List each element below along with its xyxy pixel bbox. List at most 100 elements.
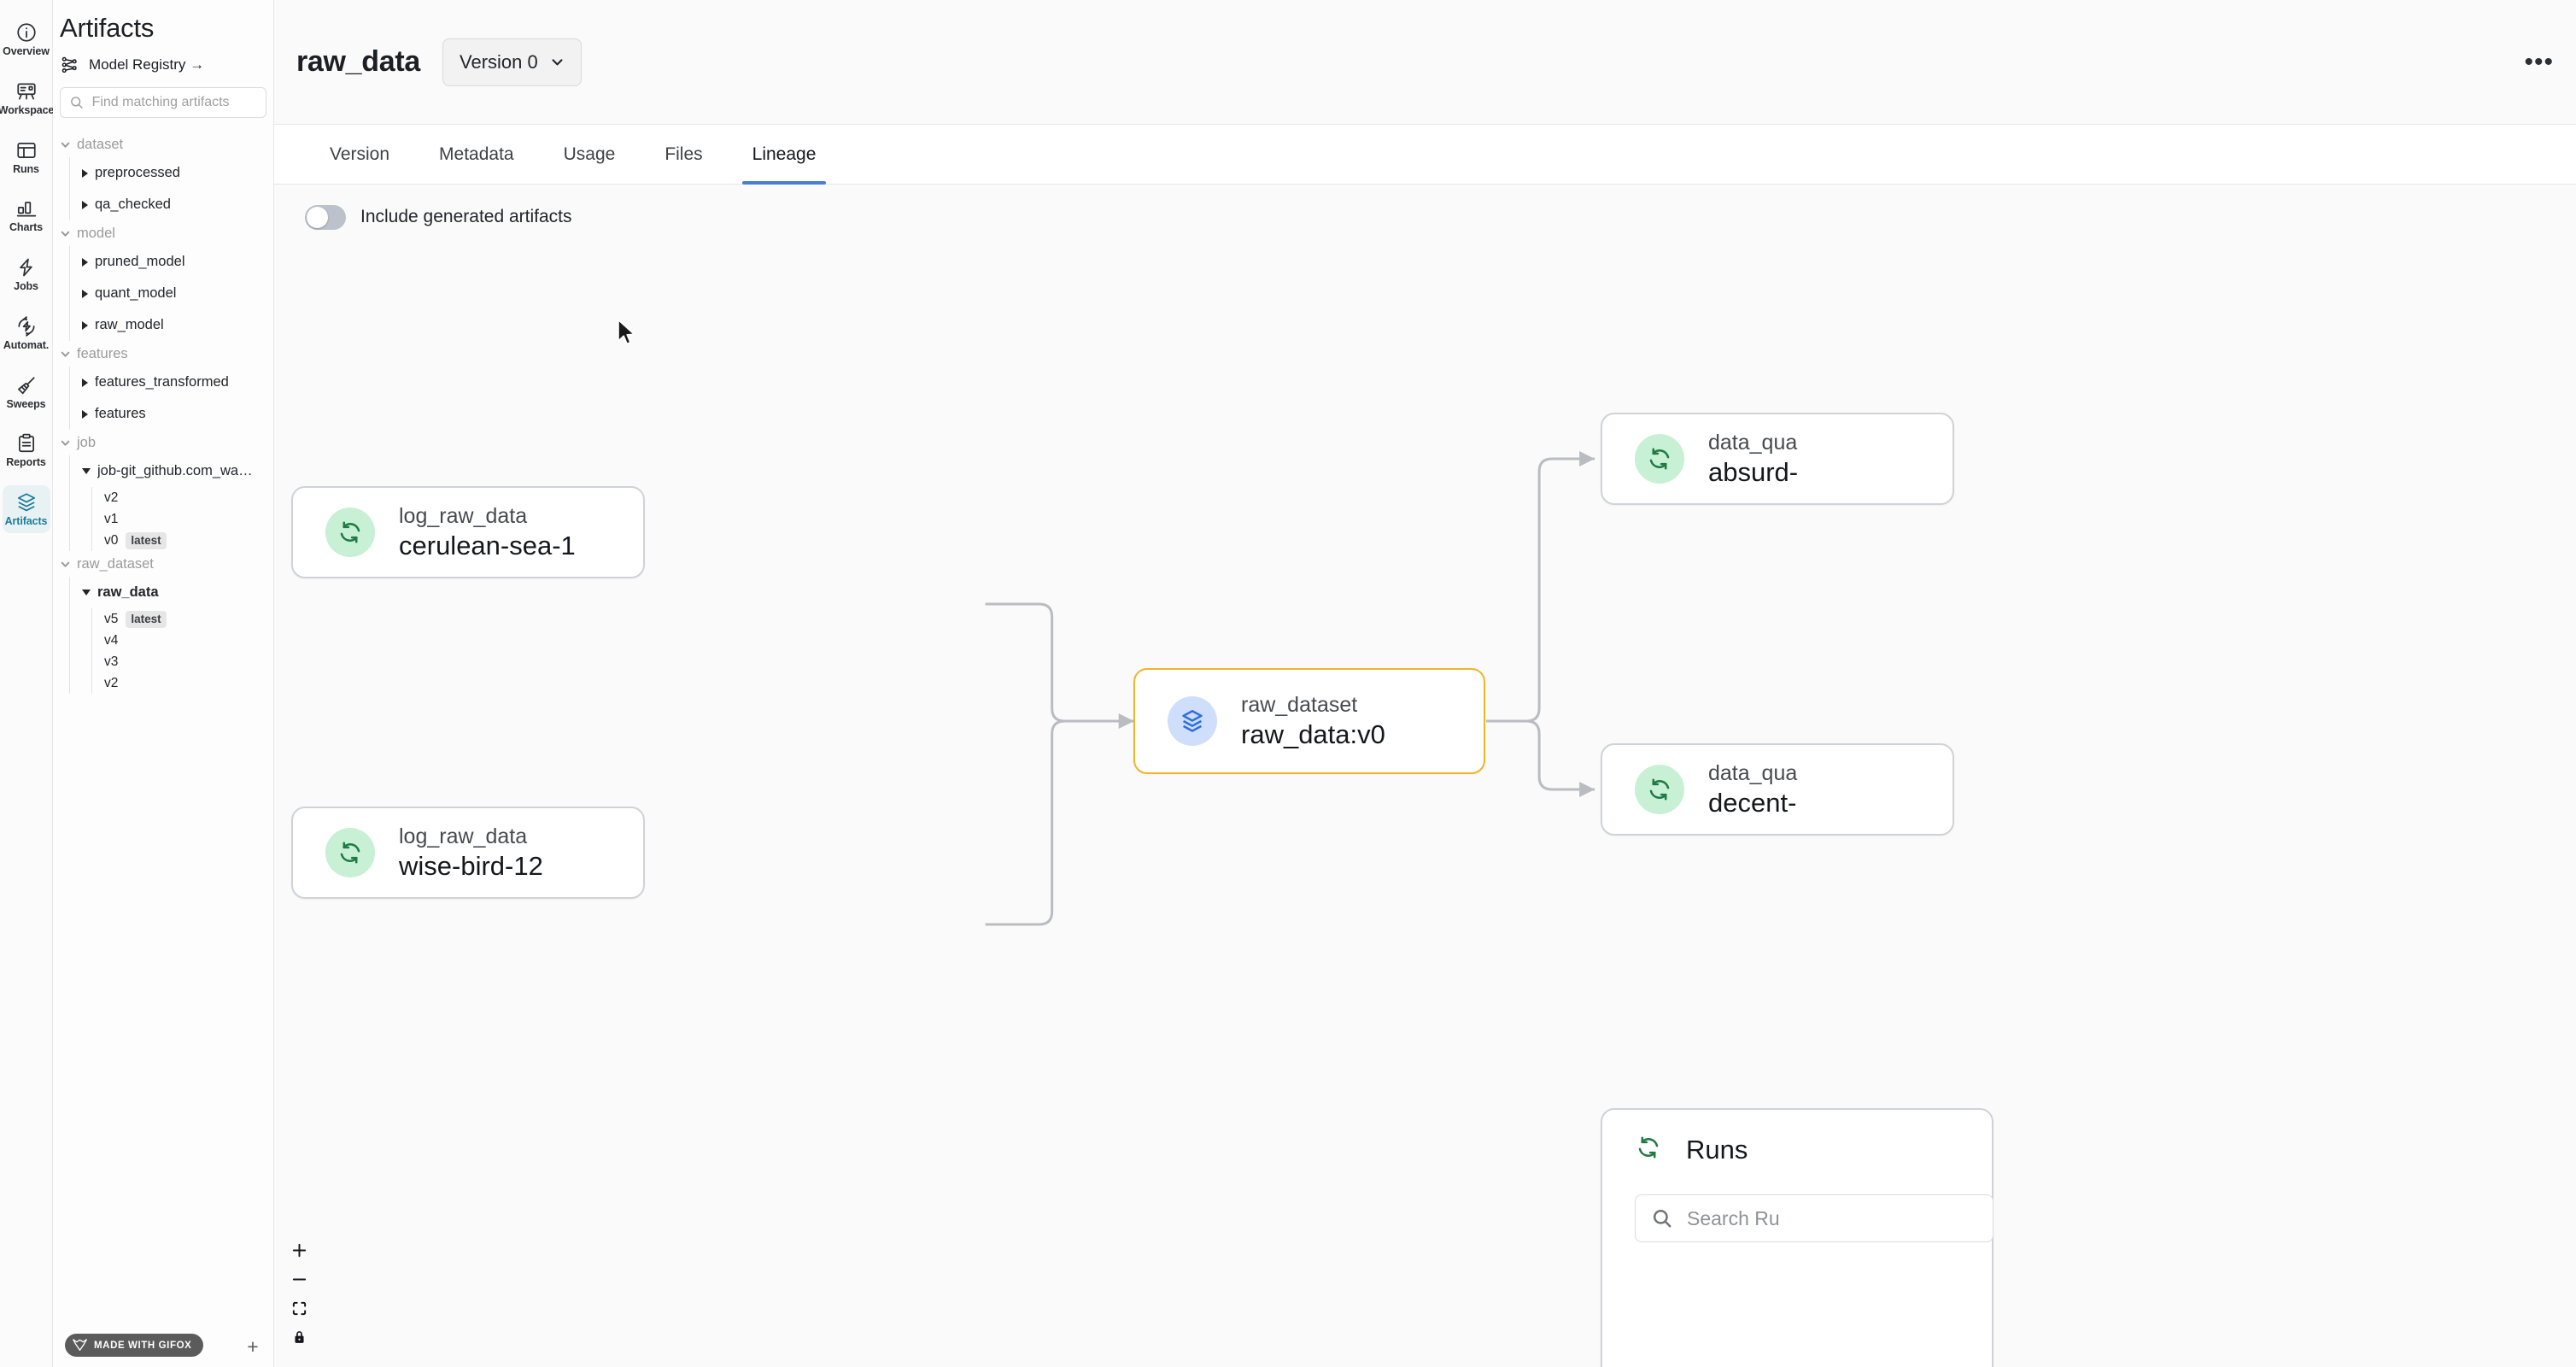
artifact-title: raw_data — [296, 45, 421, 78]
node-text: data_qua absurd- — [1708, 431, 1798, 488]
tree-item-label: qa_checked — [95, 197, 171, 212]
run-refresh-icon — [1635, 1134, 1662, 1165]
fit-frame-icon — [292, 1301, 306, 1315]
rail-item-runs[interactable]: Runs — [3, 133, 50, 181]
tree-item-raw-data[interactable]: raw_data — [70, 577, 273, 608]
tree-item-features[interactable]: features — [70, 398, 273, 430]
lineage-node-decent[interactable]: data_qua decent- — [1601, 743, 1954, 836]
lineage-edges — [985, 451, 1595, 926]
model-registry-label: Model Registry → — [89, 56, 205, 73]
tab-metadata[interactable]: Metadata — [414, 125, 539, 184]
artifacts-panel: Artifacts Model Registry → dataset — [53, 0, 274, 1367]
tree-item-preprocessed[interactable]: preprocessed — [70, 157, 273, 189]
rail-item-artifacts[interactable]: Artifacts — [2, 485, 50, 533]
overflow-menu-button[interactable]: ••• — [2524, 47, 2554, 76]
tree-item-features-transformed[interactable]: features_transformed — [70, 367, 273, 398]
rail-item-reports[interactable]: Reports — [3, 426, 50, 474]
lock-view-button[interactable] — [284, 1323, 313, 1352]
lineage-node-absurd[interactable]: data_qua absurd- — [1601, 413, 1954, 505]
tab-lineage[interactable]: Lineage — [728, 125, 841, 185]
version-label: v0 — [104, 532, 119, 548]
tree-children: preprocessed qa_checked — [69, 157, 273, 220]
edge-arrowheads — [1118, 451, 1595, 797]
lineage-canvas[interactable]: log_raw_data cerulean-sea-1 log_raw_data… — [274, 249, 2576, 1367]
fit-view-button[interactable] — [284, 1294, 313, 1323]
version-item[interactable]: v0 latest — [92, 530, 273, 551]
version-selector[interactable]: Version 0 — [442, 38, 582, 86]
node-subtitle: data_qua — [1708, 760, 1798, 785]
tree-item-label: raw_model — [95, 317, 164, 332]
rail-label: Automat. — [3, 338, 50, 351]
node-name: raw_data:v0 — [1241, 719, 1385, 749]
node-subtitle: data_qua — [1708, 430, 1798, 455]
version-item[interactable]: v1 — [92, 508, 273, 530]
caret-right-icon — [82, 257, 88, 267]
tab-label: Lineage — [752, 144, 817, 164]
search-input[interactable] — [91, 95, 257, 110]
node-text: data_qua decent- — [1708, 761, 1797, 818]
include-generated-artifacts-toggle[interactable] — [305, 204, 346, 230]
canvas-zoom-controls — [284, 1235, 313, 1352]
tree-item-label: features_transformed — [95, 374, 229, 390]
arrowhead-n5 — [1579, 782, 1595, 797]
workspace-icon — [16, 83, 36, 100]
tab-label: Version — [330, 144, 390, 164]
node-subtitle: log_raw_data — [399, 824, 528, 848]
lineage-node-raw-data-v0[interactable]: raw_dataset raw_data:v0 — [1133, 668, 1485, 774]
rail-item-sweeps[interactable]: Sweeps — [3, 368, 50, 416]
rail-label: Artifacts — [4, 515, 48, 527]
primary-nav-rail: Overview Workspace Runs Charts — [0, 0, 54, 1367]
artifact-search[interactable] — [60, 87, 266, 118]
caret-right-icon — [82, 168, 88, 178]
tree-item-label: quant_model — [95, 285, 177, 301]
version-item[interactable]: v2 — [92, 487, 273, 508]
node-subtitle: raw_dataset — [1241, 692, 1358, 717]
rail-item-workspace[interactable]: Workspace — [0, 74, 54, 122]
version-list: v2 v1 v0 latest — [91, 487, 273, 551]
tree-group-raw-dataset[interactable]: raw_dataset — [60, 551, 273, 577]
model-registry-link[interactable]: Model Registry → — [53, 44, 273, 75]
rail-item-automations[interactable]: Automat. — [3, 309, 50, 357]
caret-right-icon — [82, 409, 88, 419]
tab-usage[interactable]: Usage — [539, 125, 641, 184]
zoom-in-button[interactable] — [284, 1235, 313, 1264]
run-refresh-icon — [325, 507, 375, 557]
version-item[interactable]: v4 — [92, 630, 273, 651]
gifox-label: MADE WITH GIFOX — [94, 1340, 192, 1351]
rail-item-charts[interactable]: Charts — [3, 191, 50, 239]
node-text: log_raw_data wise-bird-12 — [399, 824, 543, 882]
tree-group-job[interactable]: job — [60, 430, 273, 455]
tree-item-quant-model[interactable]: quant_model — [70, 278, 273, 309]
layers-icon — [1168, 696, 1217, 746]
tree-item-job-git[interactable]: job-git_github.com_wa… — [70, 455, 273, 487]
lineage-runs-panel[interactable]: Runs Search Ru — [1601, 1108, 1993, 1367]
tree-group-model[interactable]: model — [60, 220, 273, 246]
rail-item-overview[interactable]: Overview — [3, 15, 50, 63]
chevron-down-icon — [61, 231, 70, 237]
tab-version[interactable]: Version — [305, 125, 414, 184]
lineage-node-cerulean-sea-1[interactable]: log_raw_data cerulean-sea-1 — [291, 486, 645, 578]
tree-group-features[interactable]: features — [60, 341, 273, 367]
tree-item-raw-model[interactable]: raw_model — [70, 309, 273, 341]
node-text: raw_dataset raw_data:v0 — [1241, 693, 1385, 750]
tab-files[interactable]: Files — [640, 125, 727, 184]
runs-search-input[interactable]: Search Ru — [1635, 1194, 1993, 1242]
tree-group-dataset[interactable]: dataset — [60, 132, 273, 157]
version-item[interactable]: v2 — [92, 672, 273, 694]
lineage-node-wise-bird-12[interactable]: log_raw_data wise-bird-12 — [291, 807, 645, 899]
tree-item-qa-checked[interactable]: qa_checked — [70, 189, 273, 220]
zoom-out-button[interactable] — [284, 1264, 313, 1294]
runs-panel-header: Runs — [1635, 1134, 1992, 1165]
rail-item-jobs[interactable]: Jobs — [3, 250, 50, 298]
tree-item-pruned-model[interactable]: pruned_model — [70, 246, 273, 278]
run-refresh-icon — [325, 828, 375, 877]
add-artifact-button[interactable]: + — [247, 1335, 259, 1358]
version-item[interactable]: v5 latest — [92, 608, 273, 630]
version-item[interactable]: v3 — [92, 651, 273, 672]
tree-item-label: features — [95, 406, 146, 421]
tab-label: Files — [664, 144, 703, 164]
clipboard-icon — [18, 433, 34, 453]
version-label: v3 — [104, 654, 119, 669]
run-refresh-icon — [1635, 765, 1684, 814]
